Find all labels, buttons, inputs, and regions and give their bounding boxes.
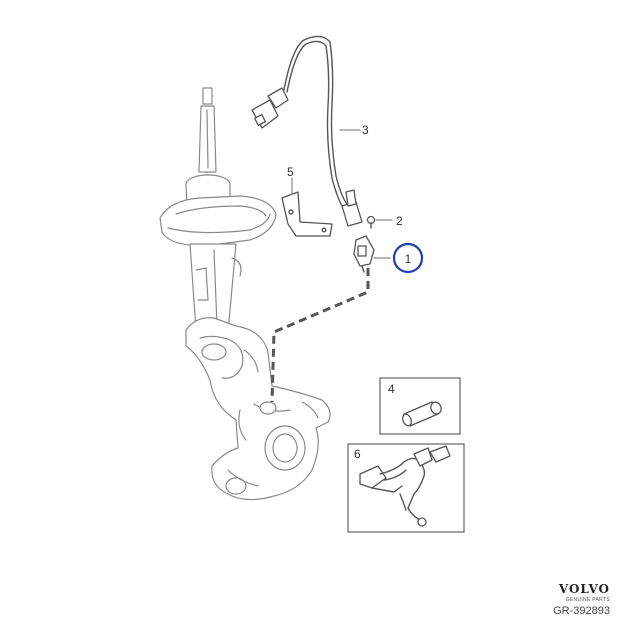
diagram-reference: GR-392893 xyxy=(553,605,610,617)
install-location-line xyxy=(270,268,370,403)
sleeve-part-4 xyxy=(402,401,442,427)
abs-sensor-part-1 xyxy=(353,235,375,273)
callout-leaders xyxy=(291,129,393,259)
callout-1: 1 xyxy=(405,252,412,266)
callout-4: 4 xyxy=(388,382,395,396)
callout-1-highlight[interactable]: 1 xyxy=(392,242,424,274)
inset-part-6: 6 xyxy=(347,443,465,533)
sensor-cable-part-3 xyxy=(251,35,363,227)
brand-subtitle: GENUINE PARTS xyxy=(565,597,610,603)
steering-knuckle xyxy=(185,317,331,501)
brand-name: VOLVO xyxy=(558,582,610,596)
callout-3: 3 xyxy=(362,123,369,137)
screw-part-2 xyxy=(366,215,376,229)
bracket-part-5 xyxy=(281,191,333,237)
volvo-logo: VOLVO GENUINE PARTS GR-392893 xyxy=(553,583,610,618)
callout-2: 2 xyxy=(396,214,403,228)
inset-part-4: 4 xyxy=(379,377,461,435)
cable-harness-part-6 xyxy=(359,445,451,527)
callout-5: 5 xyxy=(287,165,294,179)
callout-6: 6 xyxy=(354,447,361,461)
strut-assembly xyxy=(159,87,277,333)
